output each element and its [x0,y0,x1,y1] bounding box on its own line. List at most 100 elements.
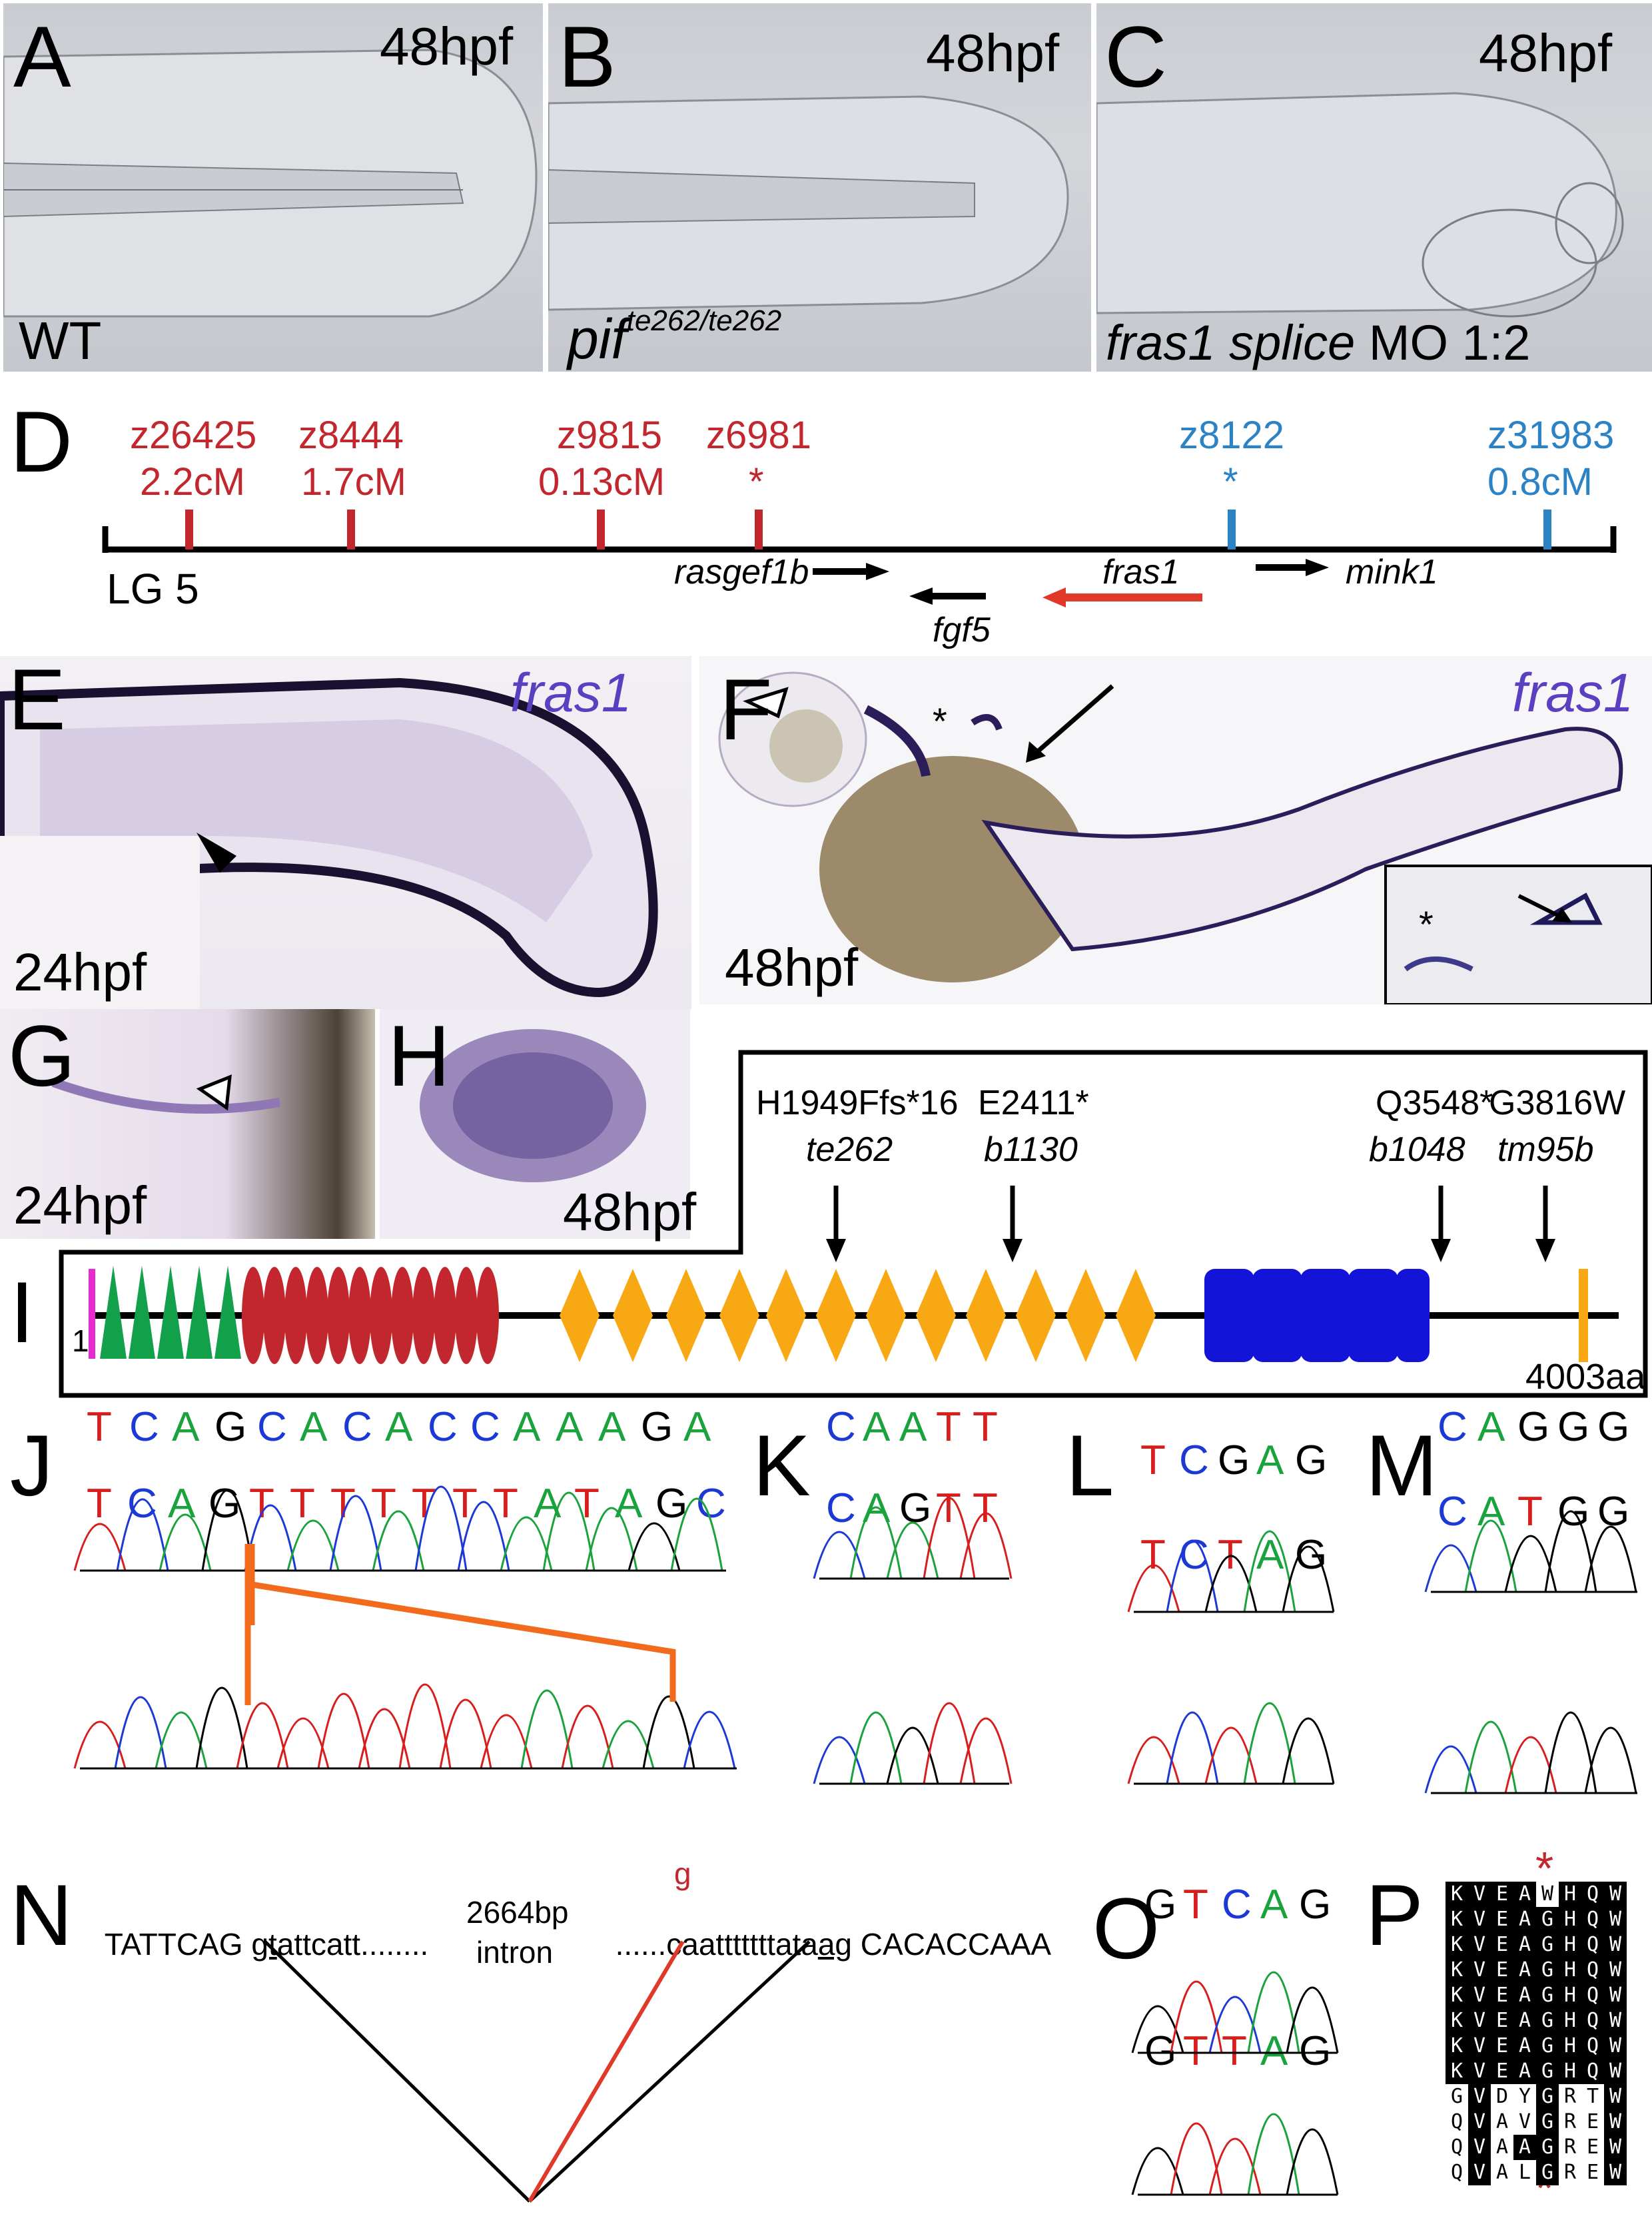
chromatogram-l-wt-base: G [1218,1437,1250,1483]
marker-value-z8122: * [1223,460,1238,504]
chromatogram-o-mut-base: T [1222,2028,1247,2074]
alignment-residue: W [1604,1958,1627,1983]
chromatogram-l-wt-base: A [1256,1437,1284,1483]
chromatogram-o-wt-peak [1247,1971,1300,2053]
chromatogram-l-mut-peak [1243,1702,1296,1784]
alignment-residue: G [1536,1907,1559,1932]
alignment-residue: G [1536,2160,1559,2185]
alignment-residue: K [1446,1907,1468,1932]
alignment-residue: G [1536,1958,1559,1983]
intron-size: 2664bp [466,1895,569,1930]
alignment-residue: A [1513,1882,1536,1907]
chromatogram-o-wt-peak [1208,1996,1262,2053]
alignment-residue: Q [1581,1958,1604,1983]
chromatogram-j-wt-peak [329,1495,382,1571]
stage-label-h: 48hpf [563,1182,697,1242]
chromatogram-j-mut-peak [439,1698,492,1769]
asterisk-f-inset: * [1419,903,1434,945]
panel-letter-j: J [10,1417,53,1514]
marker-value-z8444: 1.7cM [301,460,406,504]
panel-h-image [380,1009,690,1239]
chromatogram-j-wt-base: C [342,1404,372,1450]
panel-letter-d: D [10,393,73,490]
marker-tick-z26425 [185,510,193,550]
alignment-residue: Q [1581,1882,1604,1907]
chromatogram-l-mut-base: G [1295,1532,1327,1578]
intron-right-dots: ......caa [615,1927,716,1962]
chromatogram-j-wt-peak [159,1513,212,1571]
chromatogram-l-mut-peak [1127,1736,1180,1784]
alignment-residue: G [1536,2135,1559,2160]
alignment-residue: A [1513,1983,1536,2008]
panel-letter-a: A [13,8,71,105]
chromatogram-k-wt-peak [849,1506,903,1579]
chromatogram-j-wt-peak [585,1507,638,1571]
acceptor-site: ag [817,1927,853,1962]
chromatogram-k-mut-peak [813,1736,866,1784]
chromatogram-k-mut-peak [886,1726,939,1784]
chromatogram-j-mut-base: T [87,1481,112,1527]
alignment-residue: D [1491,2084,1513,2109]
alignment-residue: W [1604,1932,1627,1958]
alignment-residue: H [1559,1907,1581,1932]
chromatogram-m-wt-base: A [1477,1404,1505,1450]
treatment-label-c: fras1 splice MO 1:2 [1106,318,1530,368]
alignment-residue: W [1604,2084,1627,2109]
chromatogram-o-wt-base: G [1144,1882,1176,1928]
alignment-residue: H [1559,1932,1581,1958]
chromatogram-o-mut-peak [1286,2128,1339,2195]
alignment-residue: L [1513,2160,1536,2185]
chromatogram-j-wt-peak [201,1489,254,1571]
chromatogram-m-wt-peak [1584,1525,1637,1593]
alignment-residue: A [1513,2008,1536,2033]
alignment-residue: W [1604,2109,1627,2135]
mutation-te262-protein: H1949Ffs*16 [756,1084,959,1122]
chromatogram-j-wt-peak [116,1498,169,1571]
alignment-residue: A [1491,2135,1513,2160]
marker-tick-z8444 [347,510,355,550]
gene-label-fgf5: fgf5 [933,611,991,649]
alignment-residue: E [1491,2033,1513,2059]
alignment-residue: V [1468,1958,1491,1983]
chromatogram-j-mut-base: T [290,1481,315,1527]
chromatogram-m-wt-peak [1544,1510,1597,1593]
alignment-residue: G [1536,1983,1559,2008]
chromatogram-o-wt-peak [1286,1986,1339,2053]
chromatogram-j-mut-base: A [534,1481,562,1527]
stage-label-b: 48hpf [926,23,1060,83]
chromatogram-j-wt-base: A [172,1404,200,1450]
chromatogram-j-wt-peak [244,1504,297,1571]
tail-illustration-b [548,95,1069,311]
chromatogram-k-mut-peak [959,1717,1013,1784]
alignment-residue: V [1468,2084,1491,2109]
marker-tick-z6981 [755,510,763,550]
chromatogram-l-mut-peak [1166,1711,1219,1784]
chromatogram-l-mut-peak [1282,1717,1335,1784]
chromatogram-j-wt-peak [457,1501,510,1571]
panel-letter-b: B [558,8,616,105]
donor-site: gt [251,1927,277,1962]
exon-right: CACACCAAA [852,1927,1052,1962]
chromatogram-j-wt-base: C [428,1404,458,1450]
alignment-residue: E [1581,2160,1604,2185]
embryo-48hpf [718,671,1652,1004]
tail-illustration-a [3,49,538,318]
alignment-residue: V [1468,2135,1491,2160]
chromatogram-m-mut-peak [1464,1720,1517,1794]
chromatogram-l-wt-peak [1127,1564,1180,1613]
alignment-residue: H [1559,2059,1581,2084]
chromatogram-j-wt-peak [542,1491,596,1571]
chromatogram-j-mut-base: T [371,1481,396,1527]
protein-domain-diagram [59,1050,1648,1398]
chromatogram-j-mut-peak [398,1683,452,1769]
mutation-base: g [674,1856,691,1891]
chromatogram-k-mut-peak [849,1711,903,1784]
chromatogram-j-wt-base: T [87,1404,112,1450]
alignment-residue: W [1604,1907,1627,1932]
marker-name-z8444: z8444 [298,414,404,457]
